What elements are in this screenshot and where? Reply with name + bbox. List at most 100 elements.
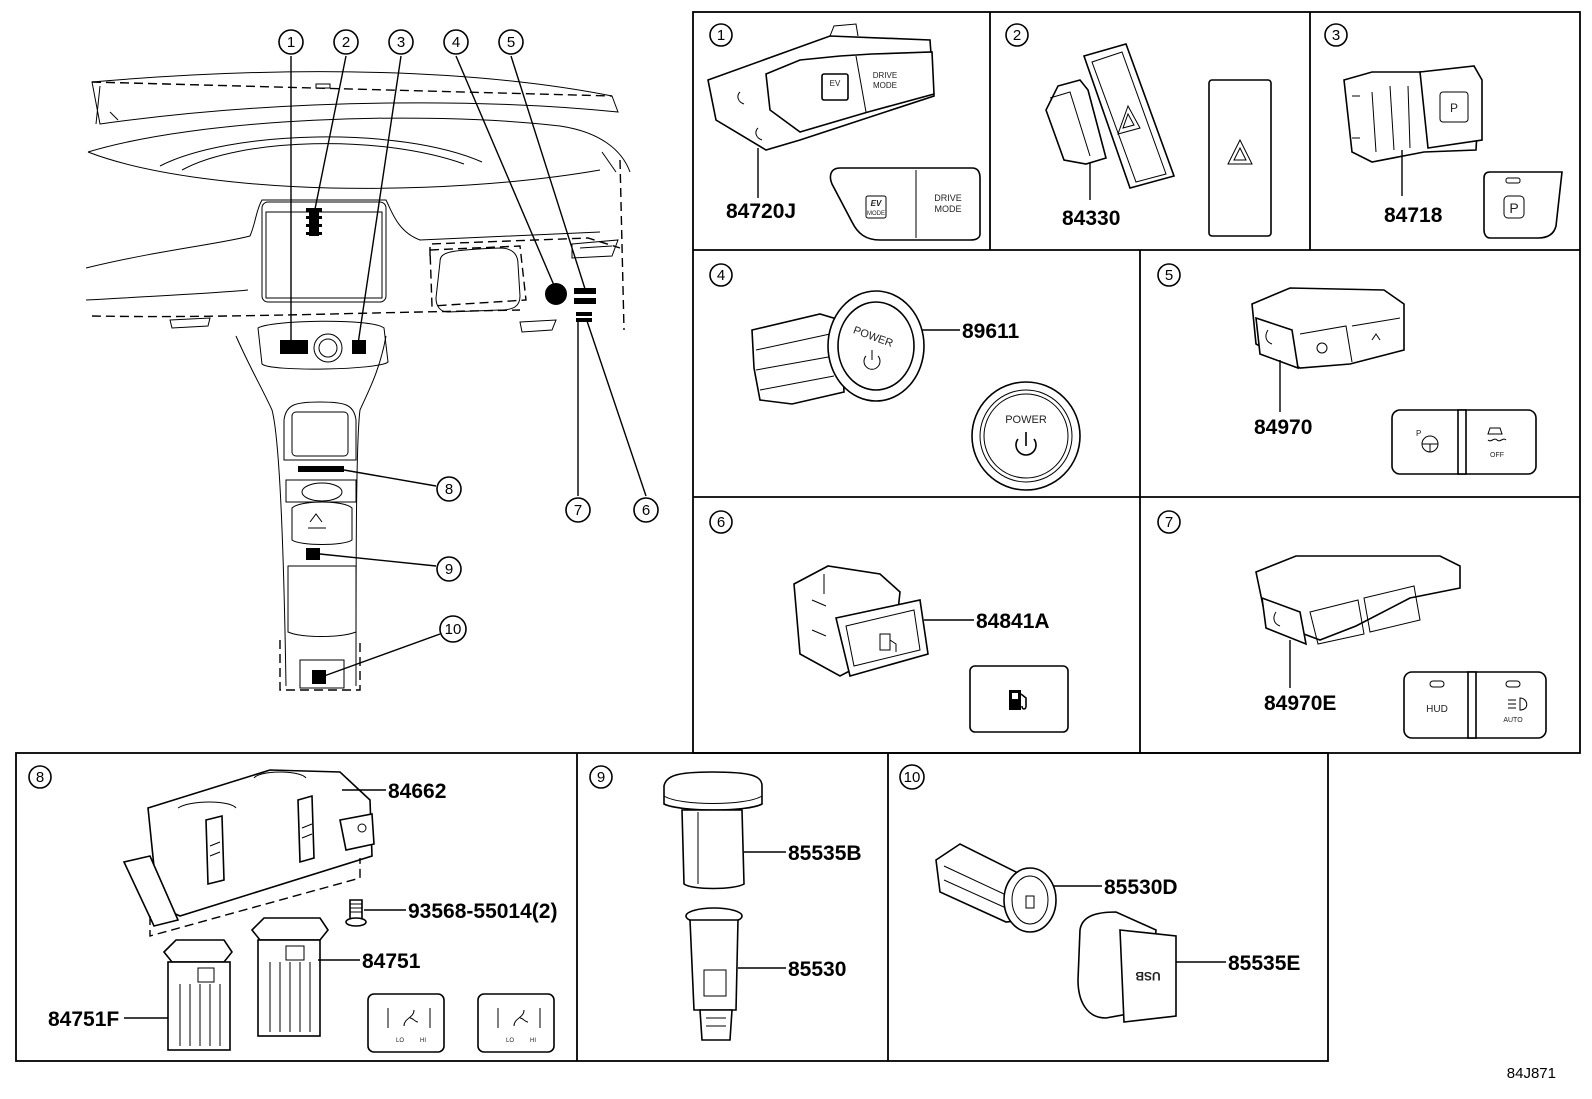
parking-brake-switch: P [1343, 65, 1483, 196]
power-icon [1015, 432, 1037, 456]
svg-text:OFF: OFF [1490, 452, 1504, 459]
headlight-auto-icon [1508, 697, 1528, 711]
svg-text:USB: USB [1135, 969, 1161, 983]
usb-socket [935, 843, 1102, 933]
ev-drive-mode-switch: EV DRIVE MODE [707, 23, 935, 198]
svg-text:7: 7 [574, 502, 582, 519]
fuel-door-face [969, 665, 1069, 733]
svg-text:DRIVE: DRIVE [873, 71, 897, 80]
svg-text:HI: HI [530, 1038, 536, 1044]
part-89611: 89611 [962, 320, 1020, 343]
callout-3: 3 [388, 29, 414, 55]
ev-drive-mode-face: EV MODE DRIVE MODE [829, 167, 981, 241]
panel-grid [15, 11, 1581, 1062]
hazard-icon [1117, 104, 1141, 135]
seat-heater-switch-left [124, 939, 233, 1051]
panel-1: 1 EV DRIVE MODE 84720J EV MODE DRIVE MOD… [707, 23, 981, 241]
svg-text:EV: EV [871, 199, 882, 208]
fuel-door-icon [879, 633, 897, 652]
panel-8: 8 84662 93568-55014(2) 84 [28, 765, 557, 1053]
svg-text:1: 1 [287, 34, 295, 51]
callout-6: 6 [633, 497, 659, 523]
svg-text:P: P [1509, 200, 1518, 216]
traction-off-icon [1487, 427, 1507, 442]
hazard-switch-face [1208, 79, 1272, 237]
svg-text:DRIVE: DRIVE [934, 193, 962, 203]
callout-7: 7 [565, 497, 591, 523]
steering-assist-switch [1251, 287, 1405, 412]
power-outlet-socket [685, 907, 786, 1041]
svg-text:P: P [1416, 429, 1421, 438]
panel-7: 7 84970E HUD AUTO [1157, 510, 1547, 739]
svg-text:5: 5 [507, 34, 515, 51]
svg-text:MODE: MODE [867, 211, 885, 217]
callout-10: 10 [439, 615, 467, 643]
hazard-switch [1045, 43, 1176, 200]
part-84751F: 84751F [48, 1008, 119, 1031]
part-84662: 84662 [388, 780, 446, 803]
part-85530D: 85530D [1104, 876, 1178, 899]
svg-text:9: 9 [445, 561, 453, 578]
part-85535E: 85535E [1228, 952, 1300, 975]
dashboard-overview: 1 2 3 4 5 6 7 8 9 10 [85, 29, 659, 691]
svg-text:2: 2 [342, 34, 350, 51]
panel-2: 2 84330 [1005, 23, 1272, 237]
callout-2: 2 [333, 29, 359, 55]
fuel-door-switch [793, 565, 974, 677]
power-button-face: POWER [971, 381, 1081, 491]
part-84718: 84718 [1384, 204, 1443, 227]
svg-text:4: 4 [452, 34, 460, 51]
svg-text:LO: LO [396, 1038, 404, 1044]
svg-text:AUTO: AUTO [1503, 717, 1523, 724]
svg-text:MODE: MODE [935, 204, 962, 214]
seat-heater-icon [497, 1008, 541, 1028]
svg-text:MODE: MODE [873, 81, 897, 90]
panel-4: 4 POWER 89611 POWER [709, 263, 1081, 491]
part-84841A: 84841A [976, 610, 1050, 633]
panel-6: 6 84841A [709, 510, 1069, 733]
steering-assist-face: P OFF [1391, 409, 1537, 475]
svg-text:10: 10 [904, 769, 921, 786]
seat-heater-face-left: LO HI [367, 993, 445, 1053]
hazard-icon [1227, 138, 1253, 165]
svg-text:9: 9 [597, 769, 605, 786]
svg-text:P: P [1450, 101, 1458, 115]
part-84970: 84970 [1254, 416, 1312, 439]
callout-5: 5 [498, 29, 524, 55]
svg-text:3: 3 [1332, 27, 1340, 44]
svg-text:8: 8 [445, 481, 453, 498]
svg-text:6: 6 [642, 502, 650, 519]
panel-9: 9 85535B 85530 [589, 765, 862, 1041]
svg-text:3: 3 [397, 34, 405, 51]
svg-text:2: 2 [1013, 27, 1021, 44]
panel-5: 5 84970 P OFF [1157, 263, 1537, 475]
svg-text:HUD: HUD [1426, 704, 1448, 715]
svg-text:10: 10 [445, 621, 462, 638]
svg-text:4: 4 [717, 267, 725, 284]
svg-text:POWER: POWER [1005, 414, 1047, 426]
seat-heater-bracket [122, 769, 386, 937]
hud-headlight-face: HUD AUTO [1403, 671, 1547, 739]
svg-text:5: 5 [1165, 267, 1173, 284]
power-switch: POWER [751, 290, 960, 405]
callout-9: 9 [436, 556, 462, 582]
callout-1: 1 [278, 29, 304, 55]
diagram-code: 84J871 [1507, 1065, 1556, 1082]
callout-8: 8 [436, 476, 462, 502]
svg-text:1: 1 [717, 27, 725, 44]
part-84751: 84751 [362, 950, 421, 973]
part-93568-55014-2: 93568-55014(2) [408, 900, 557, 923]
hud-headlight-switch [1255, 555, 1461, 688]
part-85530: 85530 [788, 958, 846, 981]
svg-text:LO: LO [506, 1038, 514, 1044]
svg-text:HI: HI [420, 1038, 426, 1044]
svg-text:8: 8 [36, 769, 44, 786]
panel-3: 3 P 84718 P [1324, 23, 1563, 239]
part-85535B: 85535B [788, 842, 862, 865]
panel-10: 10 85530D USB 85535E [899, 764, 1300, 1023]
part-84970E: 84970E [1264, 692, 1336, 715]
svg-text:7: 7 [1165, 514, 1173, 531]
seat-heater-switch-right [250, 917, 360, 1037]
callout-4: 4 [443, 29, 469, 55]
